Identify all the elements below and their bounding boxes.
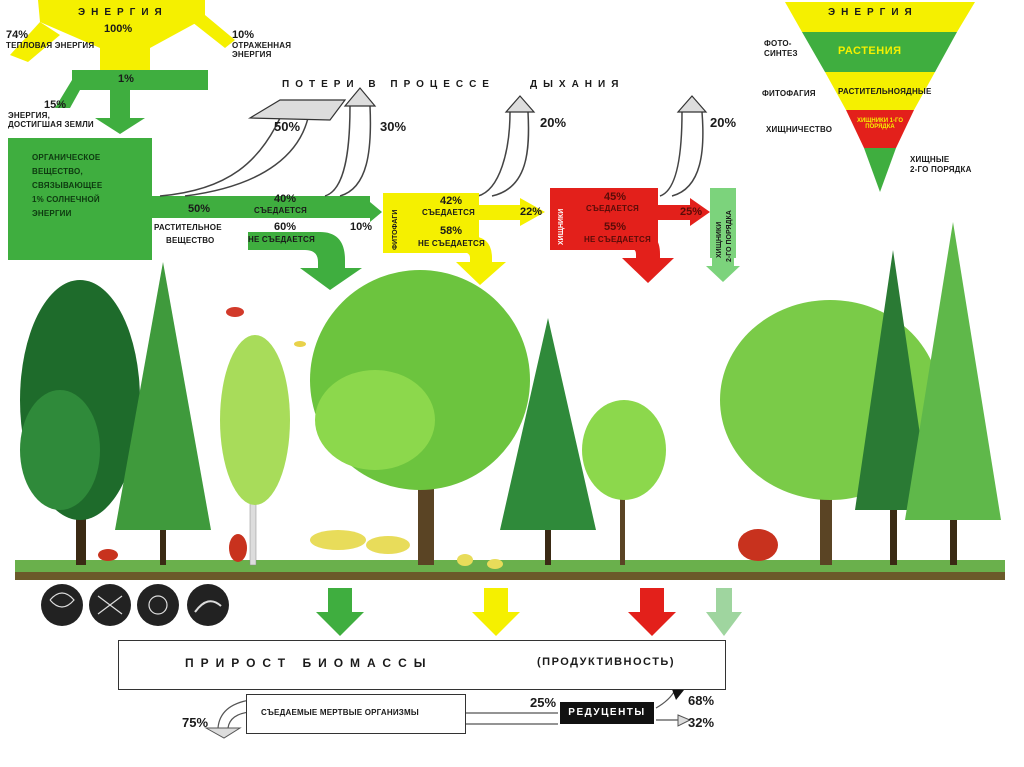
herbivore-to-next-pct: 22% — [520, 207, 542, 219]
top-predator-flow — [706, 188, 740, 282]
energy-top-title: ЭНЕРГИЯ — [78, 8, 168, 19]
earth-pct: 15% — [44, 100, 66, 112]
soil-organisms — [41, 584, 229, 626]
biomass-subtitle: (ПРОДУКТИВНОСТЬ) — [537, 657, 675, 669]
pyramid-title: ЭНЕРГИЯ — [828, 8, 918, 19]
reflected-label-2: ЭНЕРГИЯ — [232, 51, 272, 59]
biomass-box: ПРИРОСТ БИОМАССЫ (ПРОДУКТИВНОСТЬ) — [118, 640, 726, 690]
dead-mid-pct: 25% — [530, 696, 556, 710]
predator-vertical-label: ХИЩНИКИ — [558, 209, 565, 245]
herbivore-not-eaten-pct: 58% — [440, 226, 462, 238]
earth-label-2: ДОСТИГШАЯ ЗЕМЛИ — [8, 121, 94, 129]
top-predator-label-1: ХИЩНИКИ — [716, 222, 723, 258]
pyramid-tier-plants: РАСТЕНИЯ — [838, 46, 902, 58]
herbivore-vertical-label: ФИТОФАГИ — [392, 210, 399, 250]
pyramid-side-top-a: ХИЩНЫЕ — [910, 156, 949, 164]
producer-not-eaten-pct: 60% — [274, 222, 296, 234]
producer-to-next-pct: 10% — [350, 222, 372, 234]
producer-pct-50: 50% — [188, 204, 210, 216]
respiration-arrow-heads — [250, 88, 706, 120]
producer-line-1: ОРГАНИЧЕСКОЕ — [32, 154, 100, 162]
dead-organisms-label: СЪЕДАЕМЫЕ МЕРТВЫЕ ОРГАНИЗМЫ — [261, 709, 419, 717]
producer-eaten-label: СЪЕДАЕТСЯ — [254, 207, 307, 215]
loss-pct-3: 20% — [540, 116, 566, 130]
top-predator-label-2: 2-ГО ПОРЯДКА — [726, 210, 733, 262]
predator-to-next-pct: 25% — [680, 207, 702, 219]
pyramid-side-photo-a: ФОТО- — [764, 40, 792, 48]
dead-organisms-box: СЪЕДАЕМЫЕ МЕРТВЫЕ ОРГАНИЗМЫ — [246, 694, 466, 734]
predator-not-eaten-label: НЕ СЪЕДАЕТСЯ — [584, 236, 651, 244]
herbivore-eaten-label: СЪЕДАЕТСЯ — [422, 209, 475, 217]
forest-trees — [20, 222, 1001, 565]
pyramid-side-photo-b: СИНТЕЗ — [764, 50, 798, 58]
dead-left-pct: 75% — [182, 716, 208, 730]
one-percent: 1% — [118, 74, 134, 86]
left-loss-arrowhead — [206, 728, 240, 738]
pyramid-tier-herbivores: РАСТИТЕЛЬНОЯДНЫЕ — [838, 88, 932, 96]
pyramid-side-phytophagy: ФИТОФАГИЯ — [762, 90, 816, 98]
reducers-box: РЕДУЦЕНТЫ — [560, 702, 654, 724]
producer-line-3: СВЯЗЫВАЮЩЕЕ — [32, 182, 102, 190]
reducers-up-pct: 68% — [688, 694, 714, 708]
respiration-loss-arrows — [160, 106, 703, 196]
respiration-title-2: ДЫХАНИЯ — [530, 80, 624, 91]
thermal-loss-pct: 74% — [6, 30, 28, 42]
producer-line-2: ВЕЩЕСТВО, — [32, 168, 83, 176]
producer-not-eaten-label: НЕ СЪЕДАЕТСЯ — [248, 236, 315, 244]
loss-pct-4: 20% — [710, 116, 736, 130]
producer-eaten-pct: 40% — [274, 194, 296, 206]
predator-not-eaten-pct: 55% — [604, 222, 626, 234]
pyramid-side-predation: ХИЩНИЧЕСТВО — [766, 126, 832, 134]
plant-matter-2: ВЕЩЕСТВО — [166, 237, 214, 245]
pyramid-side-top-b: 2-ГО ПОРЯДКА — [910, 166, 972, 174]
producer-line-4: 1% СОЛНЕЧНОЙ — [32, 196, 100, 204]
predator-eaten-label: СЪЕДАЕТСЯ — [586, 205, 639, 213]
plant-matter-1: РАСТИТЕЛЬНОЕ — [154, 224, 222, 232]
respiration-title-1: ПОТЕРИ В ПРОЦЕССЕ — [282, 80, 495, 91]
producer-line-5: ЭНЕРГИИ — [32, 210, 72, 218]
thermal-loss-label: ТЕПЛОВАЯ ЭНЕРГИЯ — [6, 42, 94, 50]
biomass-title: ПРИРОСТ БИОМАССЫ — [185, 657, 433, 670]
biomass-arrows — [316, 588, 742, 636]
herbivore-eaten-pct: 42% — [440, 196, 462, 208]
energy-top-value: 100% — [104, 24, 132, 36]
predator-eaten-pct: 45% — [604, 192, 626, 204]
pyramid-tier-predators: ХИЩНИКИ 1-ГО ПОРЯДКА — [850, 118, 910, 131]
loss-pct-1: 50% — [274, 120, 300, 134]
reducers-down-pct: 32% — [688, 716, 714, 730]
reflected-pct: 10% — [232, 30, 254, 42]
loss-pct-2: 30% — [380, 120, 406, 134]
herbivore-not-eaten-label: НЕ СЪЕДАЕТСЯ — [418, 240, 485, 248]
